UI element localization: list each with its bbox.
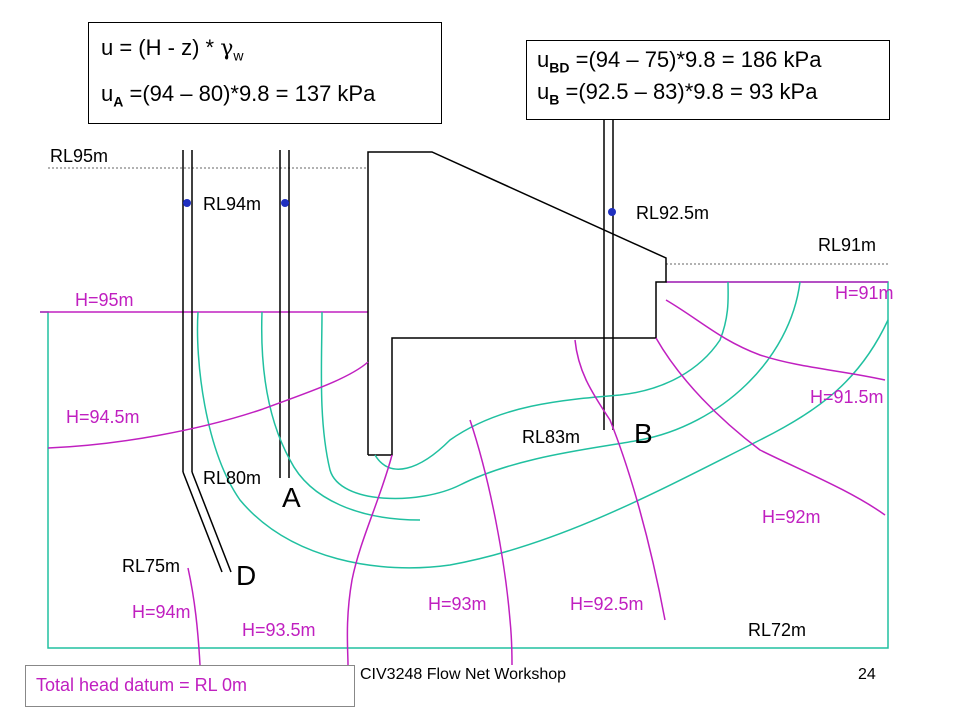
datum-note-box: Total head datum = RL 0m xyxy=(25,665,355,707)
ub-calculation: =(92.5 – 83)*9.8 = 93 kPa xyxy=(559,79,818,104)
flowline-1 xyxy=(374,281,729,470)
equipotential-94 xyxy=(187,567,201,666)
label-h91-5: H=91.5m xyxy=(810,387,884,407)
label-h94: H=94m xyxy=(132,602,191,622)
pore-pressure-formula-box: u = (H - z) * γw uA =(94 – 80)*9.8 = 137… xyxy=(88,22,442,124)
equipotential-91-5 xyxy=(665,299,886,381)
label-rl72: RL72m xyxy=(748,620,807,640)
ubd-symbol: u xyxy=(537,47,550,72)
piezo-level-dot-1 xyxy=(183,199,191,207)
label-rl80: RL80m xyxy=(203,468,262,488)
equipotential-93 xyxy=(469,419,513,666)
label-rl83: RL83m xyxy=(522,427,581,447)
result-line-2: uB =(92.5 – 83)*9.8 = 93 kPa xyxy=(537,79,817,107)
label-h92-5: H=92.5m xyxy=(570,594,644,614)
ub-subscript: B xyxy=(549,91,560,108)
ua-subscript: A xyxy=(113,93,124,110)
formula-text: u = (H - z) * xyxy=(101,35,221,60)
piezometer-a-pipe xyxy=(182,150,193,472)
formula-line-1: u = (H - z) * γw xyxy=(101,35,243,63)
point-a-label: A xyxy=(282,482,301,513)
piezo-level-dot-2 xyxy=(281,199,289,207)
footer-course: CIV3248 Flow Net Workshop xyxy=(360,666,567,683)
label-h93-5: H=93.5m xyxy=(242,620,316,640)
ua-symbol: u xyxy=(101,81,114,106)
label-rl92-5: RL92.5m xyxy=(636,203,710,223)
label-h95: H=95m xyxy=(75,290,134,310)
label-rl91: RL91m xyxy=(818,235,877,255)
label-h91: H=91m xyxy=(835,283,894,303)
flowline-3 xyxy=(196,311,889,569)
piezometer-d-pipe xyxy=(182,471,232,573)
label-rl95: RL95m xyxy=(50,146,109,166)
label-rl94: RL94m xyxy=(203,194,262,214)
pore-pressure-result-box: uBD =(94 – 75)*9.8 = 186 kPa uB =(92.5 –… xyxy=(526,40,890,120)
flowline-4 xyxy=(260,311,421,521)
piezometer-b-pipe xyxy=(603,120,614,430)
equipotential-92 xyxy=(655,337,886,516)
piezo-level-dot-3 xyxy=(608,208,616,216)
equipotential-92-5 xyxy=(574,339,666,621)
point-b-label: B xyxy=(634,418,653,449)
point-d-label: D xyxy=(236,560,257,591)
flowline-2 xyxy=(320,281,801,500)
label-h93: H=93m xyxy=(428,594,487,614)
label-h92: H=92m xyxy=(762,507,821,527)
label-h94-5: H=94.5m xyxy=(66,407,140,427)
ua-calculation: =(94 – 80)*9.8 = 137 kPa xyxy=(123,81,376,106)
equipotential-93-5 xyxy=(346,454,393,666)
dam-outline xyxy=(367,151,667,456)
gamma-symbol: γ xyxy=(220,36,234,61)
datum-note: Total head datum = RL 0m xyxy=(36,675,247,695)
equipotential-94-5 xyxy=(47,361,369,449)
ubd-subscript: BD xyxy=(549,59,570,76)
label-rl75: RL75m xyxy=(122,556,181,576)
ub-symbol: u xyxy=(537,79,550,104)
gamma-subscript: w xyxy=(233,47,244,64)
formula-line-2: uA =(94 – 80)*9.8 = 137 kPa xyxy=(101,81,375,109)
ubd-calculation: =(94 – 75)*9.8 = 186 kPa xyxy=(569,47,822,72)
result-line-1: uBD =(94 – 75)*9.8 = 186 kPa xyxy=(537,47,821,75)
piezometer-a2-pipe xyxy=(279,150,290,478)
footer-page-number: 24 xyxy=(858,666,876,683)
